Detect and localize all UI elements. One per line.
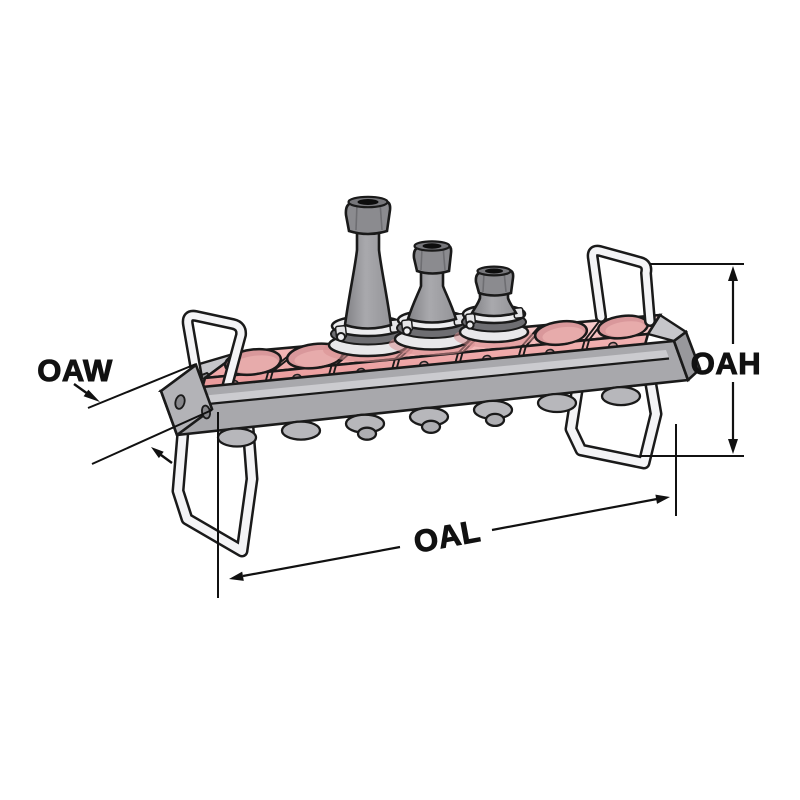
taper-cone <box>470 290 518 318</box>
rail-end-face-left <box>159 362 214 438</box>
flange-eyelet <box>465 320 475 330</box>
socket-bottoms <box>216 385 642 448</box>
wire-legs-right <box>564 378 663 470</box>
rail-end-face-right <box>672 329 702 383</box>
oah-label: OAH <box>691 346 761 381</box>
flange-eyelet <box>336 332 346 342</box>
taper-cone <box>343 229 393 330</box>
cap-bore <box>485 268 503 274</box>
oah-arrowhead-bottom <box>728 439 738 454</box>
taper-cone <box>406 269 458 324</box>
carry-handle-left <box>181 309 248 393</box>
dimension-oah: OAH <box>640 263 761 457</box>
oah-arrowhead-top <box>728 266 738 281</box>
tool-holder-medium <box>389 240 475 356</box>
oal-arrowhead-right <box>655 494 670 504</box>
dimension-oal: OAL <box>217 412 677 598</box>
oal-label: OAL <box>411 513 483 560</box>
oaw-extension-line-upper <box>87 363 197 409</box>
oaw-label: OAW <box>37 353 113 388</box>
oaw-arrowhead-lower <box>151 447 164 459</box>
oaw-extension-line-lower <box>91 409 213 465</box>
oal-dimension-line <box>242 497 658 578</box>
oaw-arrow-upper-shaft <box>73 383 89 395</box>
carry-handle-right <box>586 244 656 327</box>
tool-holder-short <box>454 265 534 348</box>
rail-front-highlight <box>200 350 669 404</box>
dimension-oaw: OAW <box>37 353 213 465</box>
oal-arrowhead-left <box>229 571 244 581</box>
wire-legs-left <box>171 420 259 558</box>
tool-holder-tall <box>323 195 413 362</box>
oaw-arrow-lower-shaft <box>160 454 173 464</box>
pocket-hole-6 <box>533 319 589 347</box>
cap-bore <box>422 243 442 249</box>
oaw-arrowhead-upper <box>83 389 100 402</box>
cap-bore <box>357 199 379 205</box>
flange-eyelet <box>402 326 412 336</box>
rail-body <box>159 329 702 438</box>
rail-hole <box>174 394 186 410</box>
